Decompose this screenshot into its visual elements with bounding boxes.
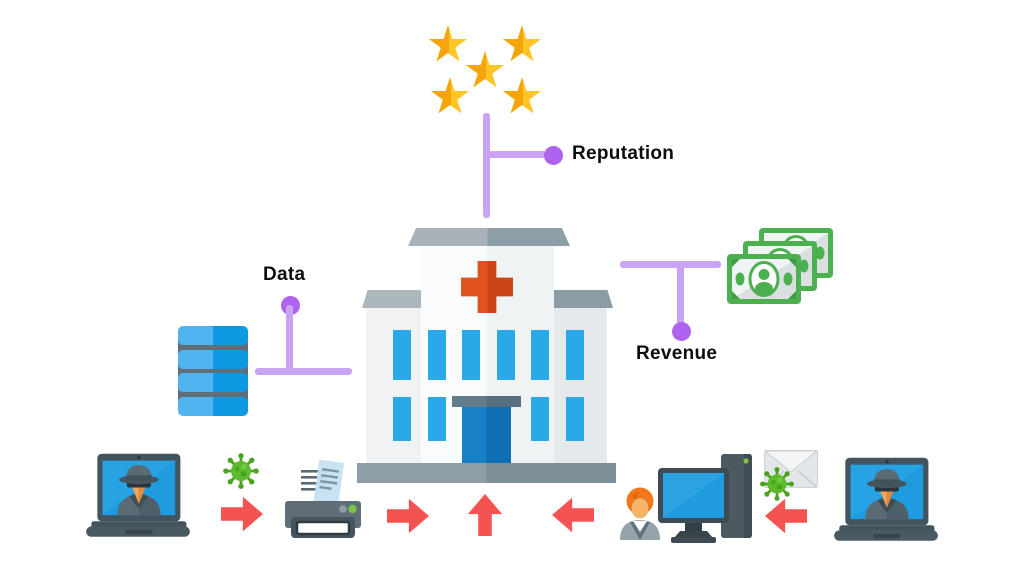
envelope-icon [764,450,818,488]
hospital-window [566,330,584,380]
hospital-tower-roof [408,228,570,246]
cash-icon [727,228,833,304]
hospital-right-wing-roof [551,290,613,308]
desktop-computer-icon [658,454,752,543]
hospital-window [428,330,446,380]
star-icon [502,77,542,114]
hospital-window [566,397,584,441]
star-icon [502,25,542,62]
hospital-door [462,407,511,464]
hospital-left-wing-roof [362,290,424,308]
hospital-window [497,330,515,380]
printer-icon [285,460,361,538]
banknote [727,254,801,304]
hospital-window [462,330,480,380]
attack-arrow-left-icon [552,495,594,535]
data-label: Data [263,264,306,285]
revenue-label: Revenue [636,343,718,364]
reputation-label: Reputation [572,143,675,164]
hospital-window [531,330,549,380]
revenue-branch-line [620,261,721,268]
hacker-laptop-icon [834,457,938,541]
database-slab [178,396,248,416]
reputation-dot [544,146,563,165]
database-slab [178,373,248,393]
hospital-base [357,463,616,483]
database-slab [178,349,248,369]
hospital-window [428,397,446,441]
attack-arrow-up-icon [465,494,505,536]
virus-icon [223,453,259,489]
attack-arrow-left-icon [765,496,807,536]
hospital-window [393,397,411,441]
attack-arrow-right-icon [387,498,429,534]
blue-sheet [313,460,345,508]
star-icon [430,77,470,114]
data-connector-line [286,305,293,373]
spy-icon [865,468,909,520]
hacker-laptop-icon [86,453,190,537]
star-icon [465,51,505,88]
virus-icon [760,467,794,501]
revenue-connector-line [677,265,684,325]
database-slab [178,326,248,345]
reputation-branch-line [486,151,546,158]
revenue-dot [672,322,691,341]
data-branch-line [255,368,352,375]
reputation-connector-line [483,113,490,218]
door-lintel [452,396,521,407]
hospital-window [393,330,411,380]
star-icon [428,25,468,62]
employee-icon [620,487,660,540]
hospital-window [531,397,549,441]
spy-icon [117,464,161,516]
database-icon [178,326,248,416]
attack-arrow-right-icon [221,496,263,532]
